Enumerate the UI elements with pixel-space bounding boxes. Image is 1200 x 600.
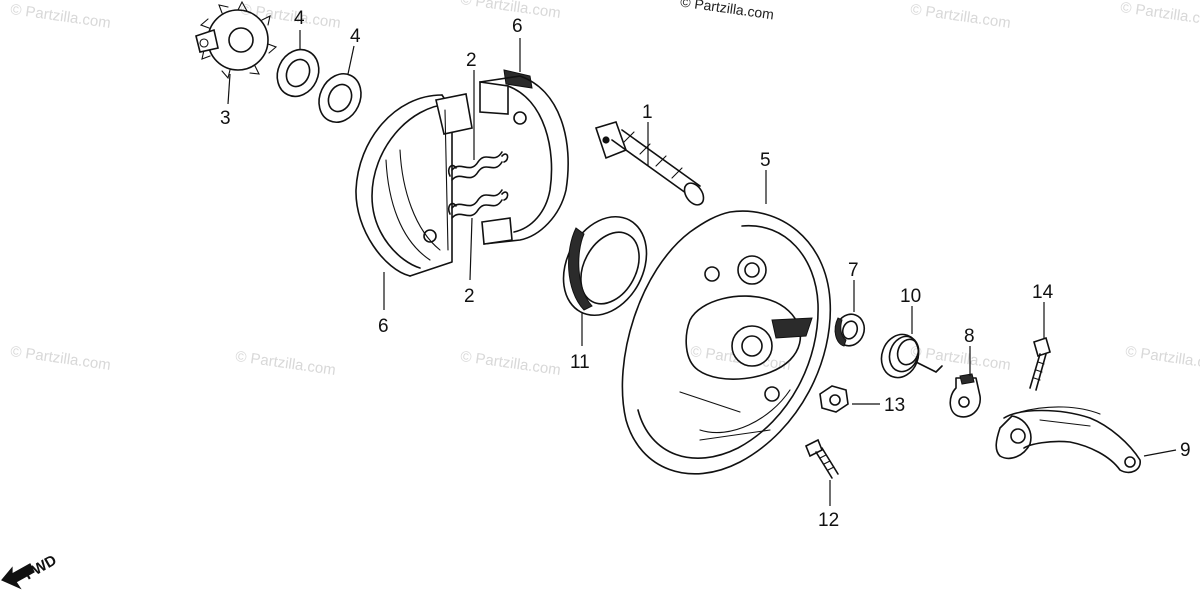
bolt-part-12[interactable] [804, 438, 839, 479]
callout-1: 1 [642, 102, 653, 123]
brake-cam-part-1[interactable] [594, 121, 707, 208]
washer-part-4a[interactable] [270, 43, 327, 103]
callout-6a: 6 [512, 16, 523, 37]
brake-panel-part-5[interactable] [621, 210, 832, 475]
fwd-label: FWD [22, 552, 60, 584]
callout-9: 9 [1180, 440, 1191, 461]
callout-7: 7 [848, 260, 859, 281]
bolt-part-14[interactable] [1029, 336, 1051, 391]
spring-part-2-lower[interactable] [447, 189, 509, 219]
washer-part-4b[interactable] [311, 67, 368, 129]
brake-shoe-part-6-right[interactable] [479, 69, 569, 245]
oil-seal-part-11[interactable] [547, 202, 663, 330]
callout-2a: 2 [466, 50, 477, 71]
callout-4b: 4 [350, 26, 361, 47]
callout-12: 12 [818, 510, 839, 531]
callout-4a: 4 [294, 8, 305, 29]
callout-11: 11 [570, 352, 590, 373]
brake-shoe-part-6-left[interactable] [355, 93, 473, 277]
callout-10: 10 [900, 286, 921, 307]
callout-13: 13 [884, 395, 905, 416]
gear-part-3[interactable] [195, 0, 278, 80]
indicator-plate-part-8[interactable] [949, 373, 981, 418]
spring-part-2-upper[interactable] [447, 151, 509, 181]
callout-3: 3 [220, 108, 231, 129]
collar-part-7[interactable] [831, 310, 868, 350]
callout-14: 14 [1032, 282, 1054, 303]
callout-2b: 2 [464, 286, 475, 307]
leader-lines [227, 30, 1177, 506]
callout-5: 5 [760, 150, 771, 171]
callout-6b: 6 [378, 316, 389, 337]
return-spring-part-10[interactable] [876, 329, 943, 383]
callout-8: 8 [964, 326, 975, 347]
forward-arrow-icon [1, 563, 35, 590]
brake-arm-part-9[interactable] [995, 406, 1141, 474]
nut-part-13[interactable] [819, 385, 849, 413]
